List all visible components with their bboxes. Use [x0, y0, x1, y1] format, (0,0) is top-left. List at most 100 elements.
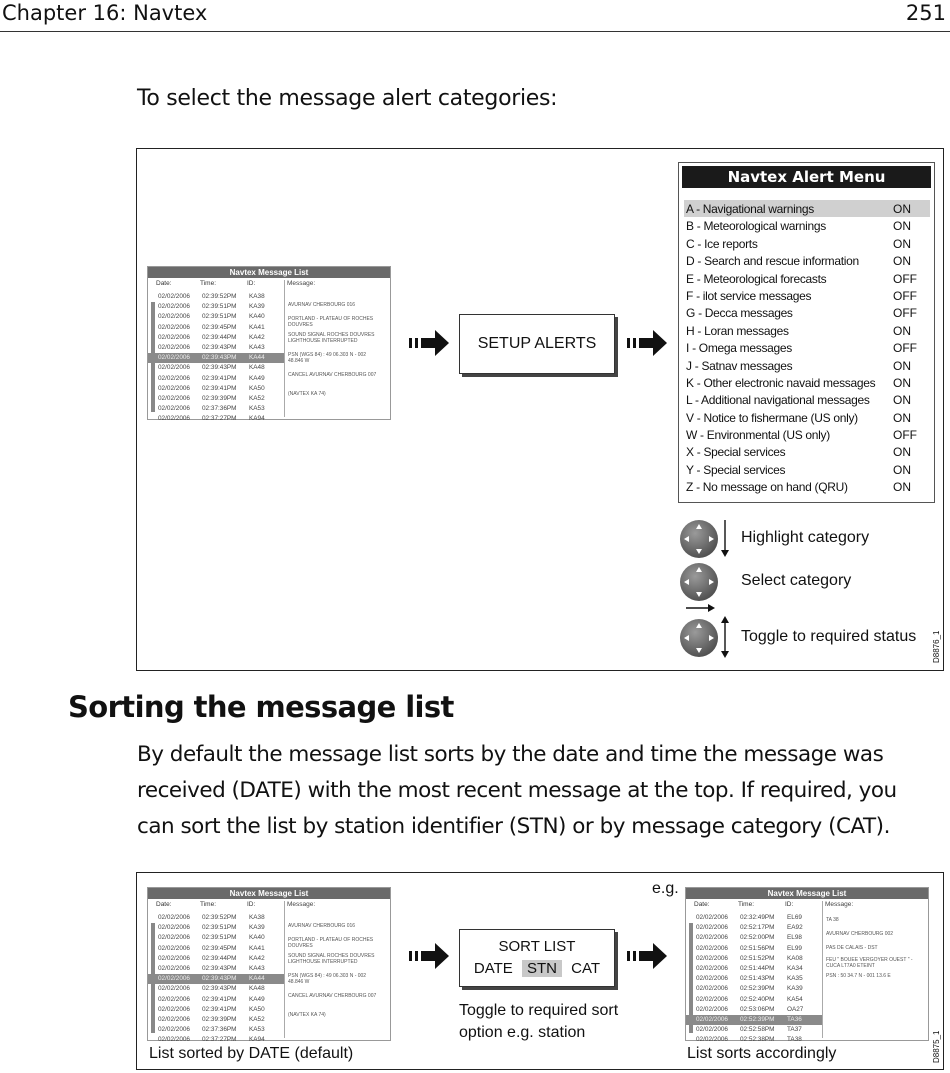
- page-header: Chapter 16: Navtex 251: [0, 0, 950, 32]
- setup-alerts-softkey[interactable]: SETUP ALERTS: [459, 314, 615, 374]
- mini-message-text: PSN : 50 34.7 N - 001 13.6 E: [826, 973, 891, 979]
- sort-option-date[interactable]: DATE: [473, 960, 513, 977]
- list-cell: 02/02/2006: [158, 415, 190, 423]
- sort-option-stn[interactable]: STN: [522, 960, 562, 977]
- mini-message-text: CANCEL AVURNAV CHERBOURG 007: [288, 993, 377, 999]
- list-cell: KA48: [249, 985, 265, 993]
- trackpad-icon[interactable]: [680, 619, 718, 657]
- list-cell: 02/02/2006: [158, 333, 190, 341]
- select-category-text: Select category: [741, 572, 852, 589]
- list-cell: 02/02/2006: [696, 1036, 728, 1044]
- sort-option-cat[interactable]: CAT: [571, 960, 601, 977]
- mini-message-header: Message:: [287, 280, 316, 287]
- right-arrow-icon: [686, 604, 715, 612]
- list-cell: 02/02/2006: [158, 1026, 190, 1034]
- alert-item-label: F - ilot service messages: [686, 288, 812, 303]
- list-cell: 02:39:45PM: [202, 323, 237, 331]
- alert-item-status: ON: [893, 410, 911, 425]
- mini-screen-title: Navtex Message List: [148, 888, 390, 899]
- alert-item-status: OFF: [893, 306, 917, 321]
- list-cell: 02/02/2006: [158, 384, 190, 392]
- trackpad-icon[interactable]: [680, 563, 718, 601]
- alert-menu-item[interactable]: W - Environmental (US only)OFF: [684, 426, 930, 443]
- alert-menu-item[interactable]: A - Navigational warnings ON: [684, 200, 930, 218]
- intro-text: To select the message alert categories:: [137, 86, 558, 111]
- list-cell: 02/02/2006: [158, 954, 190, 962]
- list-cell: KA35: [787, 975, 803, 983]
- mini-message-header: Message:: [825, 901, 854, 908]
- list-cell: 02/02/2006: [158, 364, 190, 372]
- list-cell: 02/02/2006: [696, 1015, 728, 1023]
- alert-item-status: ON: [893, 202, 911, 216]
- alert-item-label: D - Search and rescue information: [686, 254, 859, 269]
- list-cell: 02/02/2006: [696, 1005, 728, 1013]
- list-cell: 02/02/2006: [158, 323, 190, 331]
- alert-item-label: A - Navigational warnings: [686, 202, 814, 216]
- list-cell: KA52: [249, 394, 265, 402]
- mini-screen-title: Navtex Message List: [686, 888, 928, 899]
- alert-menu-item[interactable]: Z - No message on hand (QRU)ON: [684, 478, 930, 495]
- alert-item-status: ON: [893, 219, 911, 234]
- list-cell: 02:37:27PM: [202, 1036, 237, 1044]
- alert-menu-item[interactable]: V - Notice to fishermane (US only)ON: [684, 409, 930, 426]
- sort-list-softkey[interactable]: SORT LIST DATE STN CAT: [459, 929, 615, 987]
- list-cell: KA49: [249, 374, 265, 382]
- trackpad-icon[interactable]: [680, 520, 718, 558]
